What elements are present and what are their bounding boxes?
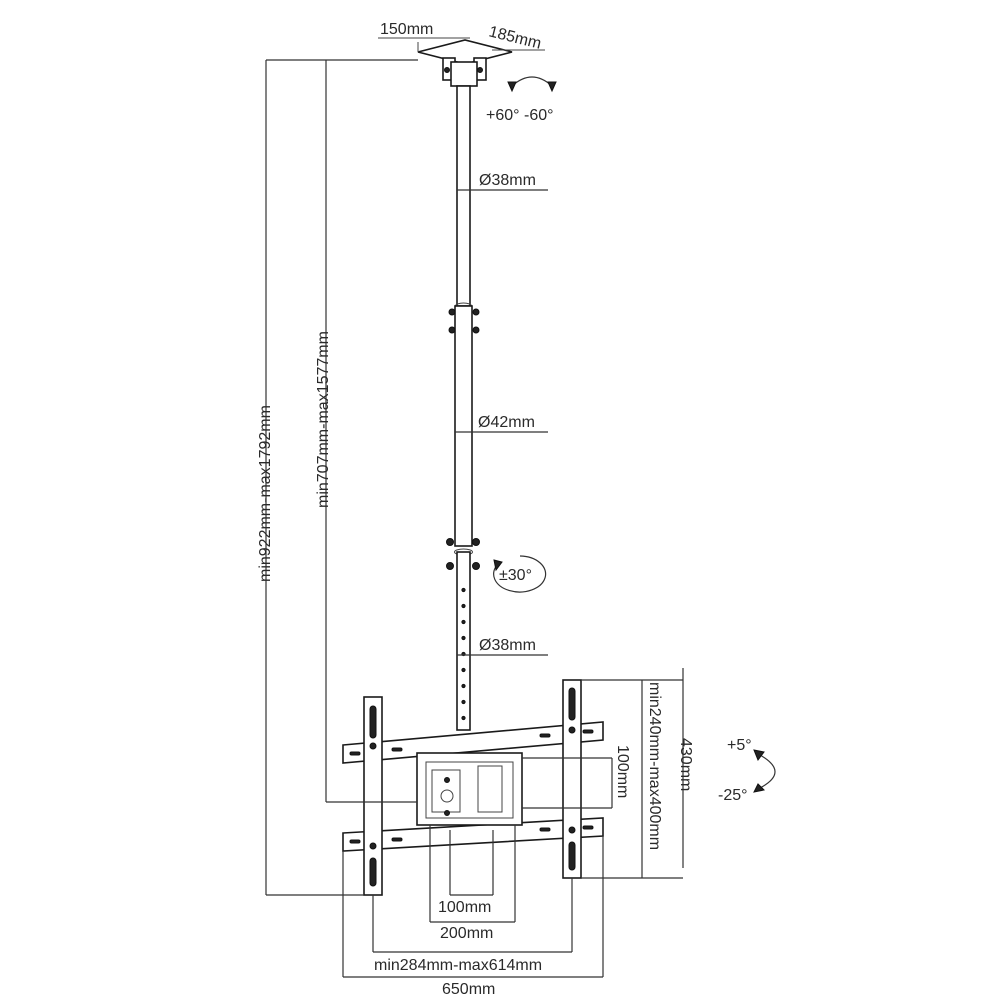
vesa-horizontal-inner-label: 100mm <box>438 899 491 916</box>
pole-adjust-holes <box>461 587 466 721</box>
arm-range-label: min240mm-max400mm <box>646 682 663 850</box>
tilt-arrow-icon <box>753 749 776 793</box>
ceiling-plate <box>417 39 513 87</box>
tube-mid-diameter-label: Ø42mm <box>478 414 535 431</box>
arm-spacing-label: min284mm-max614mm <box>374 957 542 974</box>
swivel-label: +60° -60° <box>486 107 554 124</box>
dimension-labels: 150mm 185mm +60° -60° Ø38mm Ø42mm ±30° Ø… <box>257 21 752 998</box>
dimension-lines <box>265 37 684 978</box>
bracket-height-label: 430mm <box>677 738 694 791</box>
vesa-vertical-inner-label: 100mm <box>614 745 631 798</box>
crossbar-slots <box>349 729 594 844</box>
pole-tilt-label: ±30° <box>499 567 532 584</box>
tilt-down-label: -25° <box>718 787 748 804</box>
swivel-arrow-icon <box>507 76 557 93</box>
pole-rotate-arrow-icon <box>493 555 547 593</box>
pole-height-label: min707mm-max1577mm <box>315 331 332 508</box>
tv-bracket <box>342 679 604 896</box>
tube-upper-diameter-label: Ø38mm <box>479 172 536 189</box>
tube-lower-diameter-label: Ø38mm <box>479 637 536 654</box>
bracket-width-label: 650mm <box>442 981 495 998</box>
tilt-up-label: +5° <box>727 737 752 754</box>
telescopic-pole <box>446 85 480 731</box>
overall-height-label: min922mm-max1792mm <box>257 405 274 582</box>
top-width-label: 150mm <box>380 21 433 38</box>
vesa-horizontal-outer-label: 200mm <box>440 925 493 942</box>
